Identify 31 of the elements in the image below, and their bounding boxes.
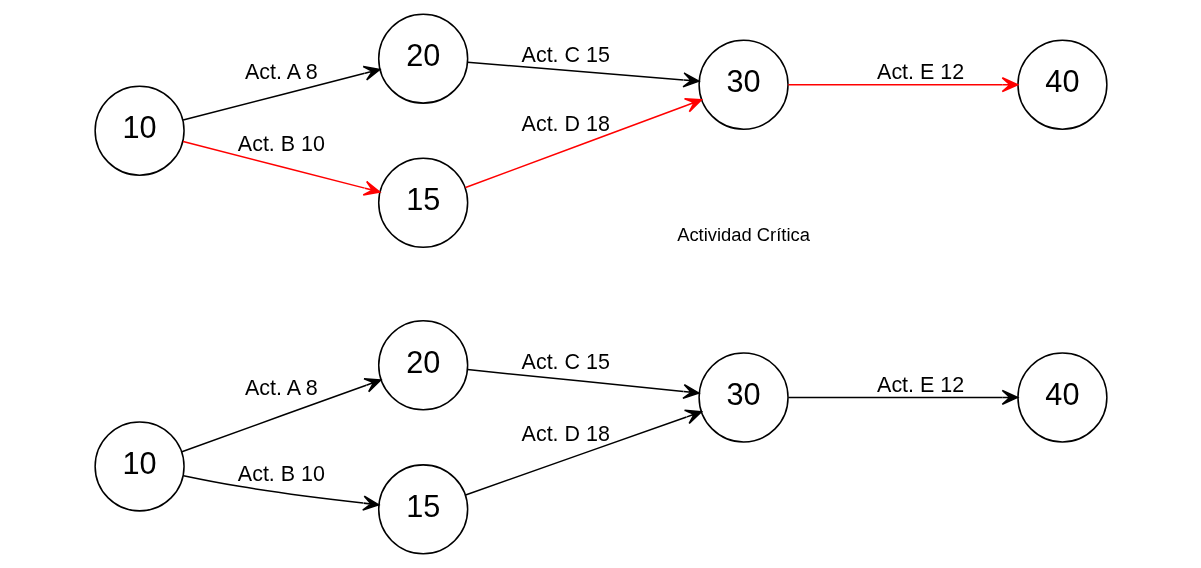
arrow (464, 97, 702, 189)
label: Actividad Crítica (676, 224, 810, 246)
arrow (466, 368, 700, 400)
node-circle: 20 (377, 320, 468, 411)
node-circle: 20 (377, 13, 468, 104)
edge-label: Act. D 18 (521, 421, 610, 446)
arrow (787, 389, 1018, 406)
node-circle: 40 (1016, 352, 1108, 443)
edge-label: Act. C 15 (521, 43, 610, 68)
edge-label: Act. C 15 (521, 349, 610, 374)
edge-label: Act. B 10 (237, 131, 325, 156)
edge-label: Act. B 10 (237, 461, 325, 486)
edge-label: Act. A 8 (244, 375, 318, 400)
node-circle: 10 (93, 421, 185, 512)
node-circle: 15 (377, 464, 468, 555)
node-circle: 30 (697, 352, 789, 443)
arrow (464, 409, 702, 496)
arrow (181, 140, 381, 196)
node-circle: 30 (697, 39, 789, 130)
arrow (466, 61, 700, 88)
node-circle: 10 (93, 85, 185, 176)
edge-label: Act. E 12 (876, 59, 964, 84)
edge-label: Act. A 8 (244, 59, 318, 84)
edge-label: Act. E 12 (876, 372, 964, 397)
arrow (180, 377, 382, 453)
node-circle: 15 (377, 157, 468, 248)
arrow (182, 475, 380, 511)
node-circle: 40 (1016, 39, 1108, 130)
edge-label: Act. D 18 (521, 112, 610, 137)
arrow (181, 65, 381, 121)
arrow (787, 77, 1018, 93)
